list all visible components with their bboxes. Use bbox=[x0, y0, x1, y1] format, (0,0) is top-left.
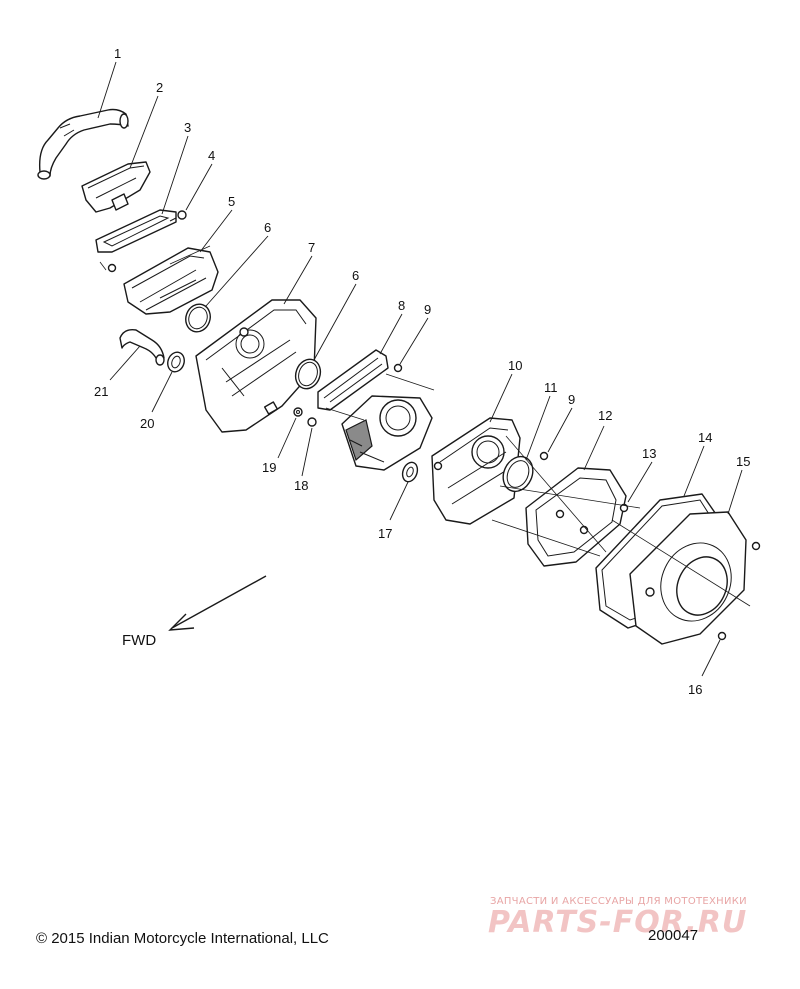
leader-9a bbox=[399, 317, 429, 365]
forward-direction-arrow bbox=[168, 575, 267, 631]
leader-8 bbox=[379, 313, 403, 355]
part-11-seal-ring bbox=[502, 455, 534, 493]
watermark-brand: PARTS-FOR.RU bbox=[488, 905, 748, 940]
callout-11: 11 bbox=[544, 380, 558, 395]
part-6-o-ring-upper bbox=[185, 303, 211, 333]
callout-9a: 9 bbox=[424, 302, 431, 317]
copyright-notice: © 2015 Indian Motorcycle International, … bbox=[36, 930, 329, 947]
part-9-screw-upper bbox=[393, 363, 403, 373]
callout-18: 18 bbox=[294, 478, 308, 493]
callout-6a: 6 bbox=[264, 220, 271, 235]
leader-14 bbox=[683, 445, 705, 497]
assembly-axis-lines bbox=[169, 245, 751, 607]
part-19-washer bbox=[293, 407, 303, 417]
callout-8: 8 bbox=[398, 298, 405, 313]
leader-9b bbox=[547, 407, 573, 453]
leader-21 bbox=[109, 345, 141, 381]
callout-13: 13 bbox=[642, 446, 656, 461]
callout-19: 19 bbox=[262, 460, 276, 475]
leader-7 bbox=[283, 255, 313, 305]
callout-2: 2 bbox=[156, 80, 163, 95]
leader-3 bbox=[161, 135, 189, 215]
part-1-breather-hose bbox=[37, 108, 129, 180]
part-16-cover-screw bbox=[717, 541, 761, 641]
callout-20: 20 bbox=[140, 416, 154, 431]
callout-9b: 9 bbox=[568, 392, 575, 407]
part-13-screw bbox=[619, 503, 629, 513]
leader-19 bbox=[277, 417, 297, 459]
callout-3: 3 bbox=[184, 120, 191, 135]
part-5-intake-duct bbox=[123, 247, 219, 315]
callout-12: 12 bbox=[598, 408, 612, 423]
part-20-collar bbox=[167, 351, 185, 373]
leader-6b bbox=[313, 283, 357, 361]
part-10-filter-housing bbox=[431, 417, 521, 525]
leader-12 bbox=[583, 425, 605, 471]
callout-16: 16 bbox=[688, 682, 702, 697]
callout-21: 21 bbox=[94, 384, 108, 399]
leader-16 bbox=[701, 639, 721, 677]
callout-17: 17 bbox=[378, 526, 392, 541]
callout-4: 4 bbox=[208, 148, 215, 163]
callout-10: 10 bbox=[508, 358, 522, 373]
part-3-gasket bbox=[95, 209, 177, 253]
leader-5 bbox=[199, 209, 233, 253]
callout-7: 7 bbox=[308, 240, 315, 255]
part-6-o-ring-lower bbox=[294, 358, 322, 390]
part-9-screw-lower bbox=[539, 451, 549, 461]
leader-17 bbox=[389, 481, 409, 521]
part-15-air-cleaner-cover bbox=[629, 511, 747, 645]
leader-6a bbox=[205, 235, 269, 307]
callout-14: 14 bbox=[698, 430, 712, 445]
part-18-fastener bbox=[307, 417, 317, 427]
leader-13 bbox=[627, 461, 653, 503]
callout-6b: 6 bbox=[352, 268, 359, 283]
part-21-hose bbox=[119, 328, 165, 366]
forward-label: FWD bbox=[122, 632, 157, 649]
throttle-body bbox=[341, 395, 433, 471]
diagram-reference-number: 200047 bbox=[648, 927, 699, 944]
part-17-grommet bbox=[401, 461, 419, 483]
part-4-screw bbox=[99, 210, 187, 273]
part-8-bracket bbox=[317, 349, 389, 411]
leader-1 bbox=[97, 61, 117, 119]
watermark-tagline: ЗАПЧАСТИ И АКСЕССУАРЫ ДЛЯ МОТОТЕХНИКИ bbox=[490, 896, 747, 907]
part-2-breather-housing bbox=[81, 161, 151, 213]
leader-15 bbox=[727, 469, 743, 515]
leader-10 bbox=[489, 373, 513, 423]
leader-4 bbox=[185, 163, 213, 211]
leader-20 bbox=[151, 371, 173, 413]
callout-5: 5 bbox=[228, 194, 235, 209]
callout-1: 1 bbox=[114, 46, 121, 61]
callout-15: 15 bbox=[736, 454, 750, 469]
leader-11 bbox=[525, 395, 551, 461]
leader-2 bbox=[129, 95, 159, 169]
leader-18 bbox=[301, 427, 313, 477]
